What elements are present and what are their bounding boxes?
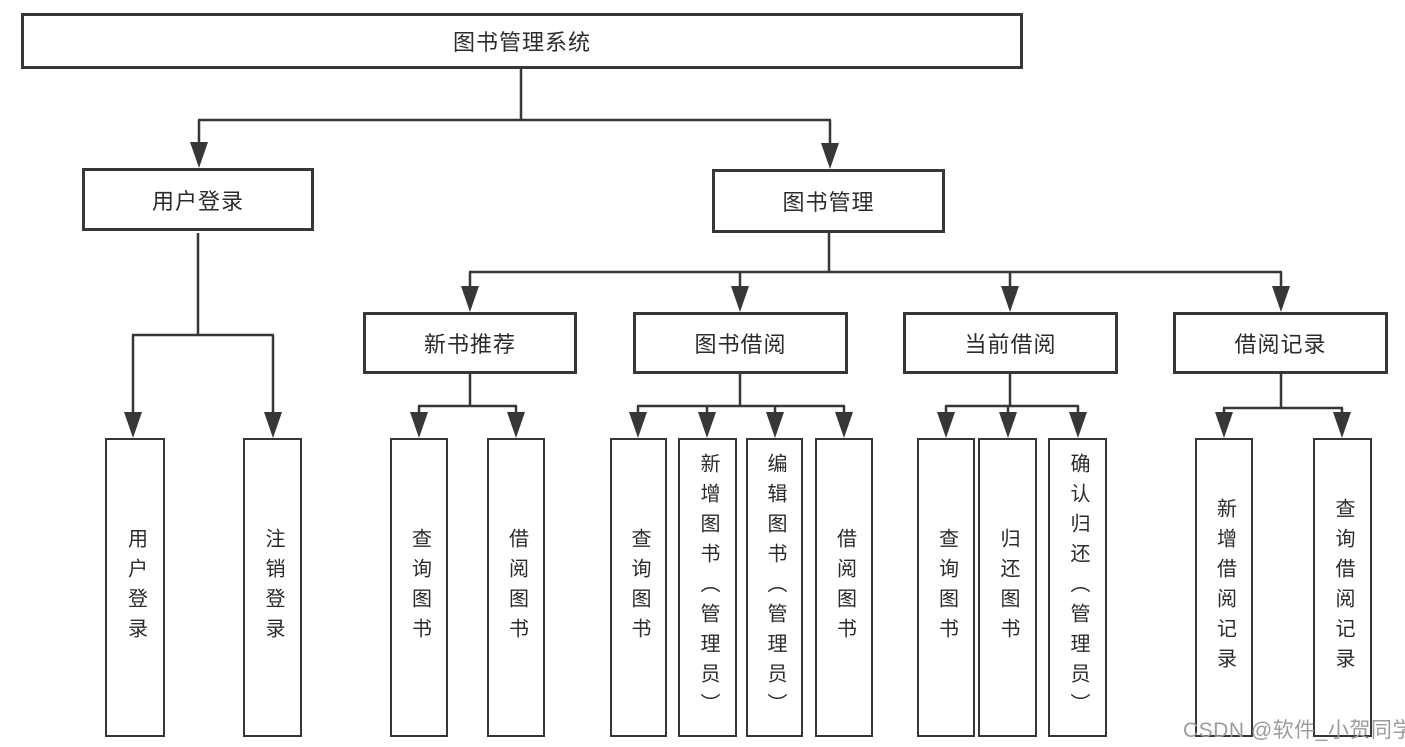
leaf-borrow-edit-books-admin: 编辑图书（管理员） [746, 438, 803, 737]
arrowheads [124, 142, 1351, 438]
leaf-current-return-books-label: 归还图书 [997, 527, 1019, 648]
csdn-watermark: CSDN @软件_小贺同学 [1183, 719, 1405, 742]
node-book-borrowing-label: 图书借阅 [694, 332, 787, 357]
leaf-current-query-books: 查询图书 [917, 438, 975, 737]
leaf-borrow-borrow-books: 借阅图书 [815, 438, 873, 737]
leaf-borrow-query-books-label: 查询图书 [628, 527, 650, 648]
node-borrow-records-label: 借阅记录 [1234, 332, 1327, 357]
leaf-user-login: 用户登录 [105, 438, 165, 737]
leaf-borrow-edit-books-admin-label: 编辑图书（管理员） [764, 452, 786, 723]
leaf-logout-login-label: 注销登录 [262, 527, 284, 648]
leaf-logout-login: 注销登录 [243, 438, 302, 737]
node-user-login-label: 用户登录 [151, 188, 244, 214]
node-book-management-label: 图书管理 [782, 190, 875, 215]
node-system-root-label: 图书管理系统 [452, 30, 591, 55]
leaf-newbook-borrow-books: 借阅图书 [487, 438, 545, 737]
leaf-borrow-add-books-admin: 新增图书（管理员） [678, 438, 737, 737]
leaf-records-query-record-label: 查询借阅记录 [1332, 497, 1354, 678]
leaf-newbook-query-books-label: 查询图书 [408, 527, 431, 648]
node-new-book-recommend: 新书推荐 [363, 312, 577, 374]
leaf-borrow-borrow-books-label: 借阅图书 [833, 527, 856, 648]
leaf-records-add-record-label: 新增借阅记录 [1213, 497, 1236, 678]
node-new-book-recommend-label: 新书推荐 [423, 332, 516, 357]
leaf-newbook-query-books: 查询图书 [390, 438, 448, 737]
node-book-borrowing: 图书借阅 [633, 312, 848, 374]
leaf-records-add-record: 新增借阅记录 [1195, 438, 1253, 737]
leaf-records-query-record: 查询借阅记录 [1313, 438, 1372, 737]
node-user-login: 用户登录 [82, 168, 314, 231]
leaf-current-return-books: 归还图书 [978, 438, 1037, 737]
node-current-borrowing: 当前借阅 [903, 312, 1118, 374]
leaf-current-confirm-return-admin: 确认归还（管理员） [1048, 438, 1107, 737]
leaf-newbook-borrow-books-label: 借阅图书 [505, 527, 528, 648]
node-book-management: 图书管理 [712, 169, 945, 233]
leaf-current-confirm-return-admin-label: 确认归还（管理员） [1067, 452, 1089, 723]
node-borrow-records: 借阅记录 [1173, 312, 1388, 374]
node-current-borrowing-label: 当前借阅 [964, 332, 1057, 357]
node-system-root: 图书管理系统 [21, 13, 1023, 69]
leaf-current-query-books-label: 查询图书 [935, 527, 958, 648]
leaf-borrow-add-books-admin-label: 新增图书（管理员） [697, 452, 719, 723]
leaf-borrow-query-books: 查询图书 [610, 438, 667, 737]
leaf-user-login-label: 用户登录 [124, 527, 147, 648]
